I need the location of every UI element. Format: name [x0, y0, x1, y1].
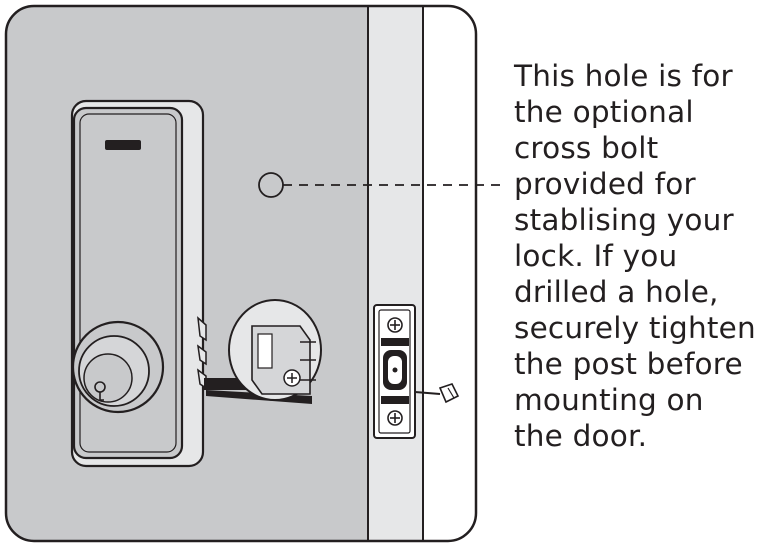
caption-line: This hole is for [514, 59, 733, 93]
caption-line: securely tighten [514, 311, 756, 345]
caption-line: the optional [514, 95, 694, 129]
caption-line: the door. [514, 419, 648, 453]
instruction-text: This hole is for the optional cross bolt… [514, 58, 764, 454]
caption-line: lock. If you [514, 239, 678, 273]
deadbolt-lock [70, 99, 205, 468]
latch-mechanism [197, 299, 322, 404]
caption-line: provided for [514, 167, 696, 201]
strike-plate [373, 304, 416, 439]
caption-line: the post before [514, 347, 743, 381]
caption-line: cross bolt [514, 131, 659, 165]
door-frame-white [423, 6, 476, 541]
caption-line: mounting on [514, 383, 704, 417]
illustration-frame [4, 4, 478, 543]
caption-line: drilled a hole, [514, 275, 719, 309]
lock-logo-badge [105, 140, 141, 150]
caption-line: stablising your [514, 203, 734, 237]
cable-connector [414, 383, 460, 404]
door-edge [368, 6, 423, 541]
